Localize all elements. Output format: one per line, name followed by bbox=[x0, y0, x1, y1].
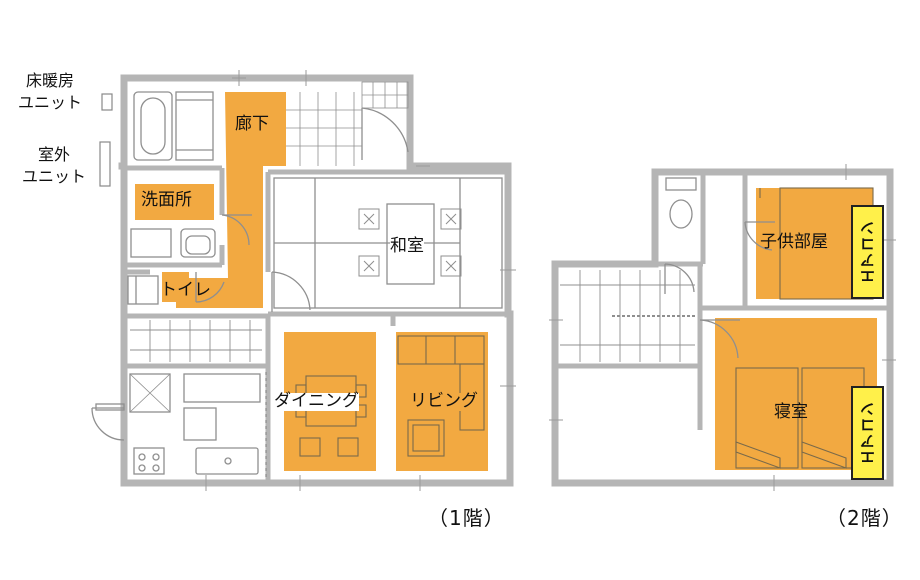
washroom-highlight bbox=[135, 184, 214, 220]
dining-label: ダイニング bbox=[274, 391, 359, 411]
floor1-details bbox=[91, 70, 516, 491]
floor2-label: （2階） bbox=[826, 506, 903, 530]
hallway-label: 廊下 bbox=[235, 114, 269, 134]
living-label: リビング bbox=[410, 391, 478, 411]
bedroom-label: 寝室 bbox=[774, 402, 808, 422]
hallway-highlight bbox=[176, 92, 286, 308]
floor1-inner-walls bbox=[124, 165, 510, 483]
aircon-bedroom-label: エアコン bbox=[859, 401, 877, 465]
outdoor-unit-box bbox=[99, 141, 111, 187]
washroom-label: 洗面所 bbox=[141, 190, 192, 210]
outdoor-units bbox=[99, 93, 113, 187]
aircon-kids-room: エアコン bbox=[851, 205, 884, 299]
floor2-inner-walls bbox=[555, 172, 890, 430]
floor1-plan bbox=[91, 70, 516, 491]
kids-room-label: 子供部屋 bbox=[760, 232, 828, 252]
aircon-kids-room-label: エアコン bbox=[859, 220, 877, 284]
toilet-label: トイレ bbox=[160, 280, 211, 300]
floor2-details bbox=[549, 164, 896, 491]
japanese-room-label: 和室 bbox=[390, 236, 424, 256]
floor-heating-unit-label: 床暖房 ユニット bbox=[18, 71, 83, 112]
outdoor-unit-label: 室外 ユニット bbox=[22, 145, 87, 186]
toilet-highlight bbox=[162, 272, 189, 302]
floor2-plan bbox=[549, 164, 896, 491]
aircon-bedroom: エアコン bbox=[851, 386, 884, 480]
floor-heating-unit-box bbox=[101, 93, 113, 111]
floor1-label: （1階） bbox=[428, 506, 505, 530]
